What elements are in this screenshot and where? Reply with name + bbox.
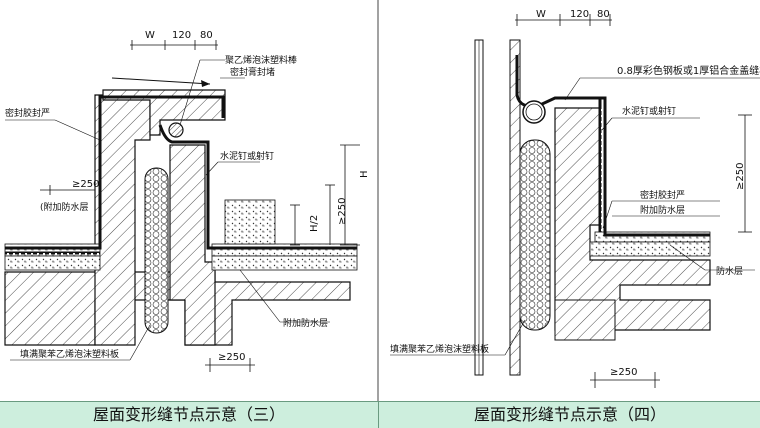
left-dim-250-v: ≥250 [337, 198, 348, 225]
label-seal-strict: 密封胶封严 [5, 107, 50, 119]
right-dim-80: 80 [597, 9, 610, 20]
label-fill-board: 填满聚苯乙烯泡沫塑料板 [20, 348, 119, 360]
caption-right: 屋面变形缝节点示意（四） [473, 405, 666, 424]
foam-rod [168, 122, 184, 138]
left-screed-bottom [4, 255, 101, 271]
label-sealant: 密封膏封堵 [230, 66, 275, 78]
right-label-waterproof: 防水层 [716, 265, 743, 277]
raised-block [224, 199, 276, 245]
right-foam-board-fill [519, 139, 551, 331]
right-detail: W 120 80 0.8厚彩色钢板或1厚铝合金盖缝板 水泥钉或射钉 ≥250 密… [390, 9, 760, 388]
right-membrane [600, 96, 710, 237]
right-label-seal-strict: 密封胶封严 [640, 189, 685, 201]
right-dim-120: 120 [570, 9, 589, 20]
right-label-nail: 水泥钉或射钉 [622, 105, 676, 117]
label-nail: 水泥钉或射钉 [220, 150, 274, 162]
foam-board-fill [144, 167, 169, 334]
label-foam-rod: 聚乙烯泡沫塑料棒 [225, 54, 297, 66]
right-left-wall [509, 39, 521, 376]
right-screed-bottom [211, 255, 358, 271]
arrow-line [111, 77, 211, 85]
right-dim-250-b: ≥250 [610, 367, 637, 378]
cover-plate [515, 55, 602, 108]
right-dim-w: W [536, 9, 546, 20]
left-upstand-wall [94, 94, 151, 346]
right-label-extra-layer: 附加防水层 [640, 204, 685, 216]
left-dim-h2: H/2 [309, 215, 320, 232]
right-screed-top [211, 243, 358, 257]
caption-divider [378, 402, 379, 428]
left-detail: W 120 80 聚乙烯泡沫塑料棒 密封膏封堵 密封胶封严 水泥钉或射钉 ≥25… [4, 30, 370, 372]
left-dim-250-a: ≥250 [72, 179, 99, 190]
label-extra-layer-a: (附加防水层 [40, 201, 89, 213]
left-dim-80: 80 [200, 30, 213, 41]
left-membrane [5, 95, 225, 250]
right-membrane [158, 124, 357, 250]
left-top-cap [102, 89, 226, 136]
caption-left: 屋面变形缝节点示意（三） [92, 405, 285, 424]
caption-bar: 屋面变形缝节点示意（三） 屋面变形缝节点示意（四） [0, 401, 760, 428]
right-label-fill-board: 填满聚苯乙烯泡沫塑料板 [390, 343, 489, 355]
left-dim-w: W [145, 30, 155, 41]
label-extra-layer-b: 附加防水层 [283, 317, 328, 329]
right-upstand-wall [169, 144, 216, 346]
label-plate: 0.8厚彩色钢板或1厚铝合金盖缝板 [617, 64, 760, 77]
left-dim-250-b: ≥250 [218, 352, 245, 363]
right-structure [554, 107, 711, 331]
right-screed-bottom [589, 241, 711, 257]
left-dim-120: 120 [172, 30, 191, 41]
left-dim-h: H [359, 170, 370, 178]
right-dim-250-v: ≥250 [735, 163, 746, 190]
